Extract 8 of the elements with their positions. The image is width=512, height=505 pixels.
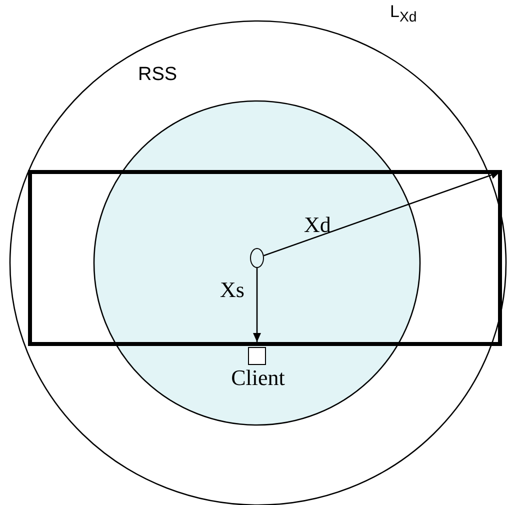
edge-label: Xs [220,277,244,303]
center-point-circle [250,248,264,268]
distance-arrow [253,268,261,342]
region-label: L$_{Xd}$ [390,2,417,26]
edge-label: Xd [304,212,331,238]
region-label: RSS [138,64,178,86]
client-label: Client [230,365,286,391]
distance-arrow [264,171,500,256]
